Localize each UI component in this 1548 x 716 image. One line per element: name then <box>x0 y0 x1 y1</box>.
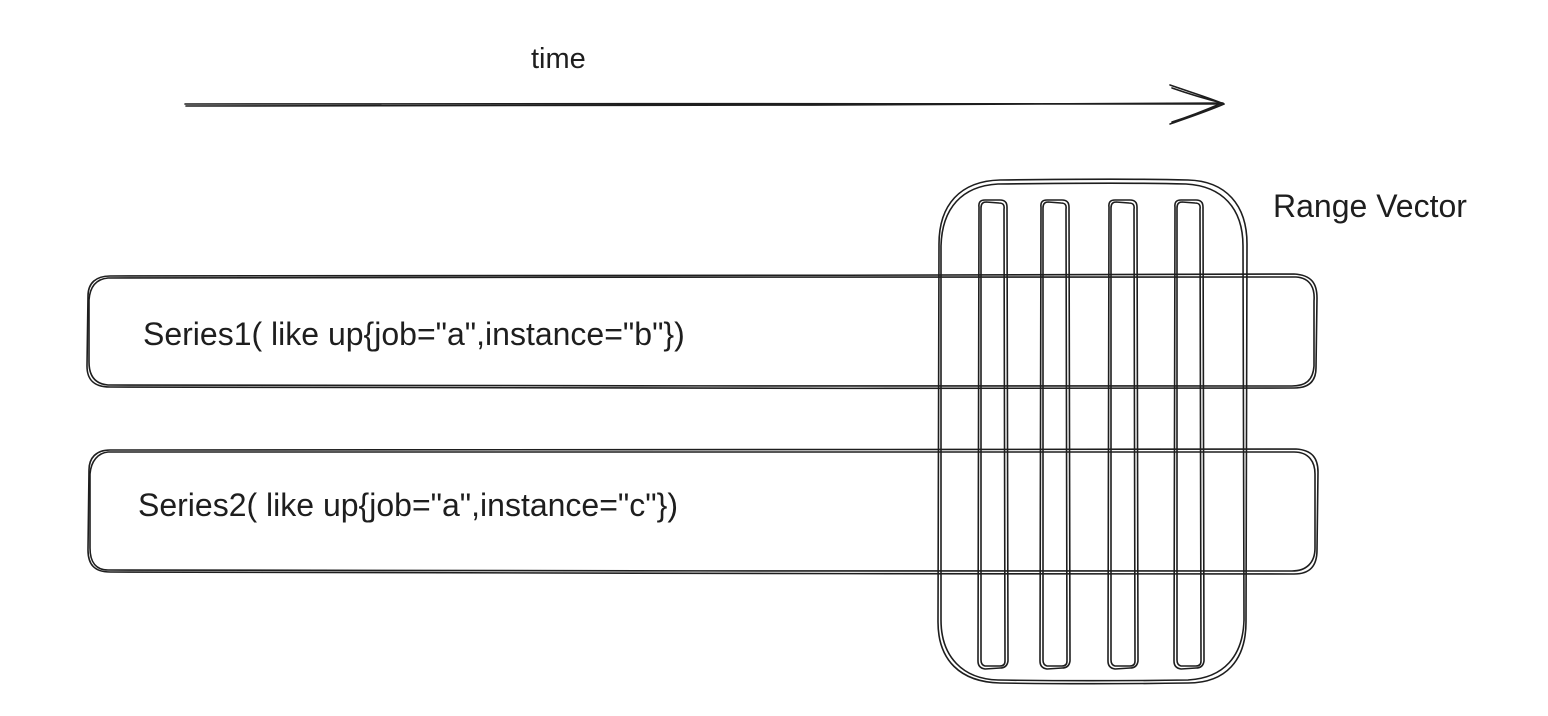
range-vector-label: Range Vector <box>1273 188 1467 224</box>
range-vector-window <box>937 178 1248 685</box>
sample-1 <box>977 199 1009 670</box>
sample-2 <box>1039 199 1071 670</box>
sample-outline <box>1107 199 1139 670</box>
series1-label: Series1( like up{job="a",instance="b"}) <box>143 316 685 352</box>
series1-box <box>86 273 1318 390</box>
series2-label: Series2( like up{job="a",instance="c"}) <box>138 487 678 523</box>
series2-box-outline <box>87 448 1319 575</box>
series1-box-sketch <box>88 276 1315 387</box>
sample-outline <box>977 199 1009 670</box>
series2-box-sketch <box>89 451 1316 572</box>
sample-sketch <box>1176 201 1202 667</box>
time-arrow-shaft <box>184 102 1225 107</box>
time-arrow-head <box>1169 84 1225 125</box>
sample-sketch <box>1110 201 1136 667</box>
sample-outline <box>1039 199 1071 670</box>
sample-sketch <box>1042 201 1068 667</box>
sample-outline <box>1173 199 1205 670</box>
time-arrow <box>184 84 1225 125</box>
series1-box-outline <box>86 273 1318 390</box>
sample-3 <box>1107 199 1139 670</box>
series2-box <box>87 448 1319 575</box>
sample-4 <box>1173 199 1205 670</box>
range-vector-outline <box>937 178 1248 685</box>
range-vector-samples <box>977 199 1205 670</box>
range-vector-sketch <box>940 182 1245 682</box>
time-axis-label: time <box>531 43 586 75</box>
sample-sketch <box>980 201 1006 667</box>
